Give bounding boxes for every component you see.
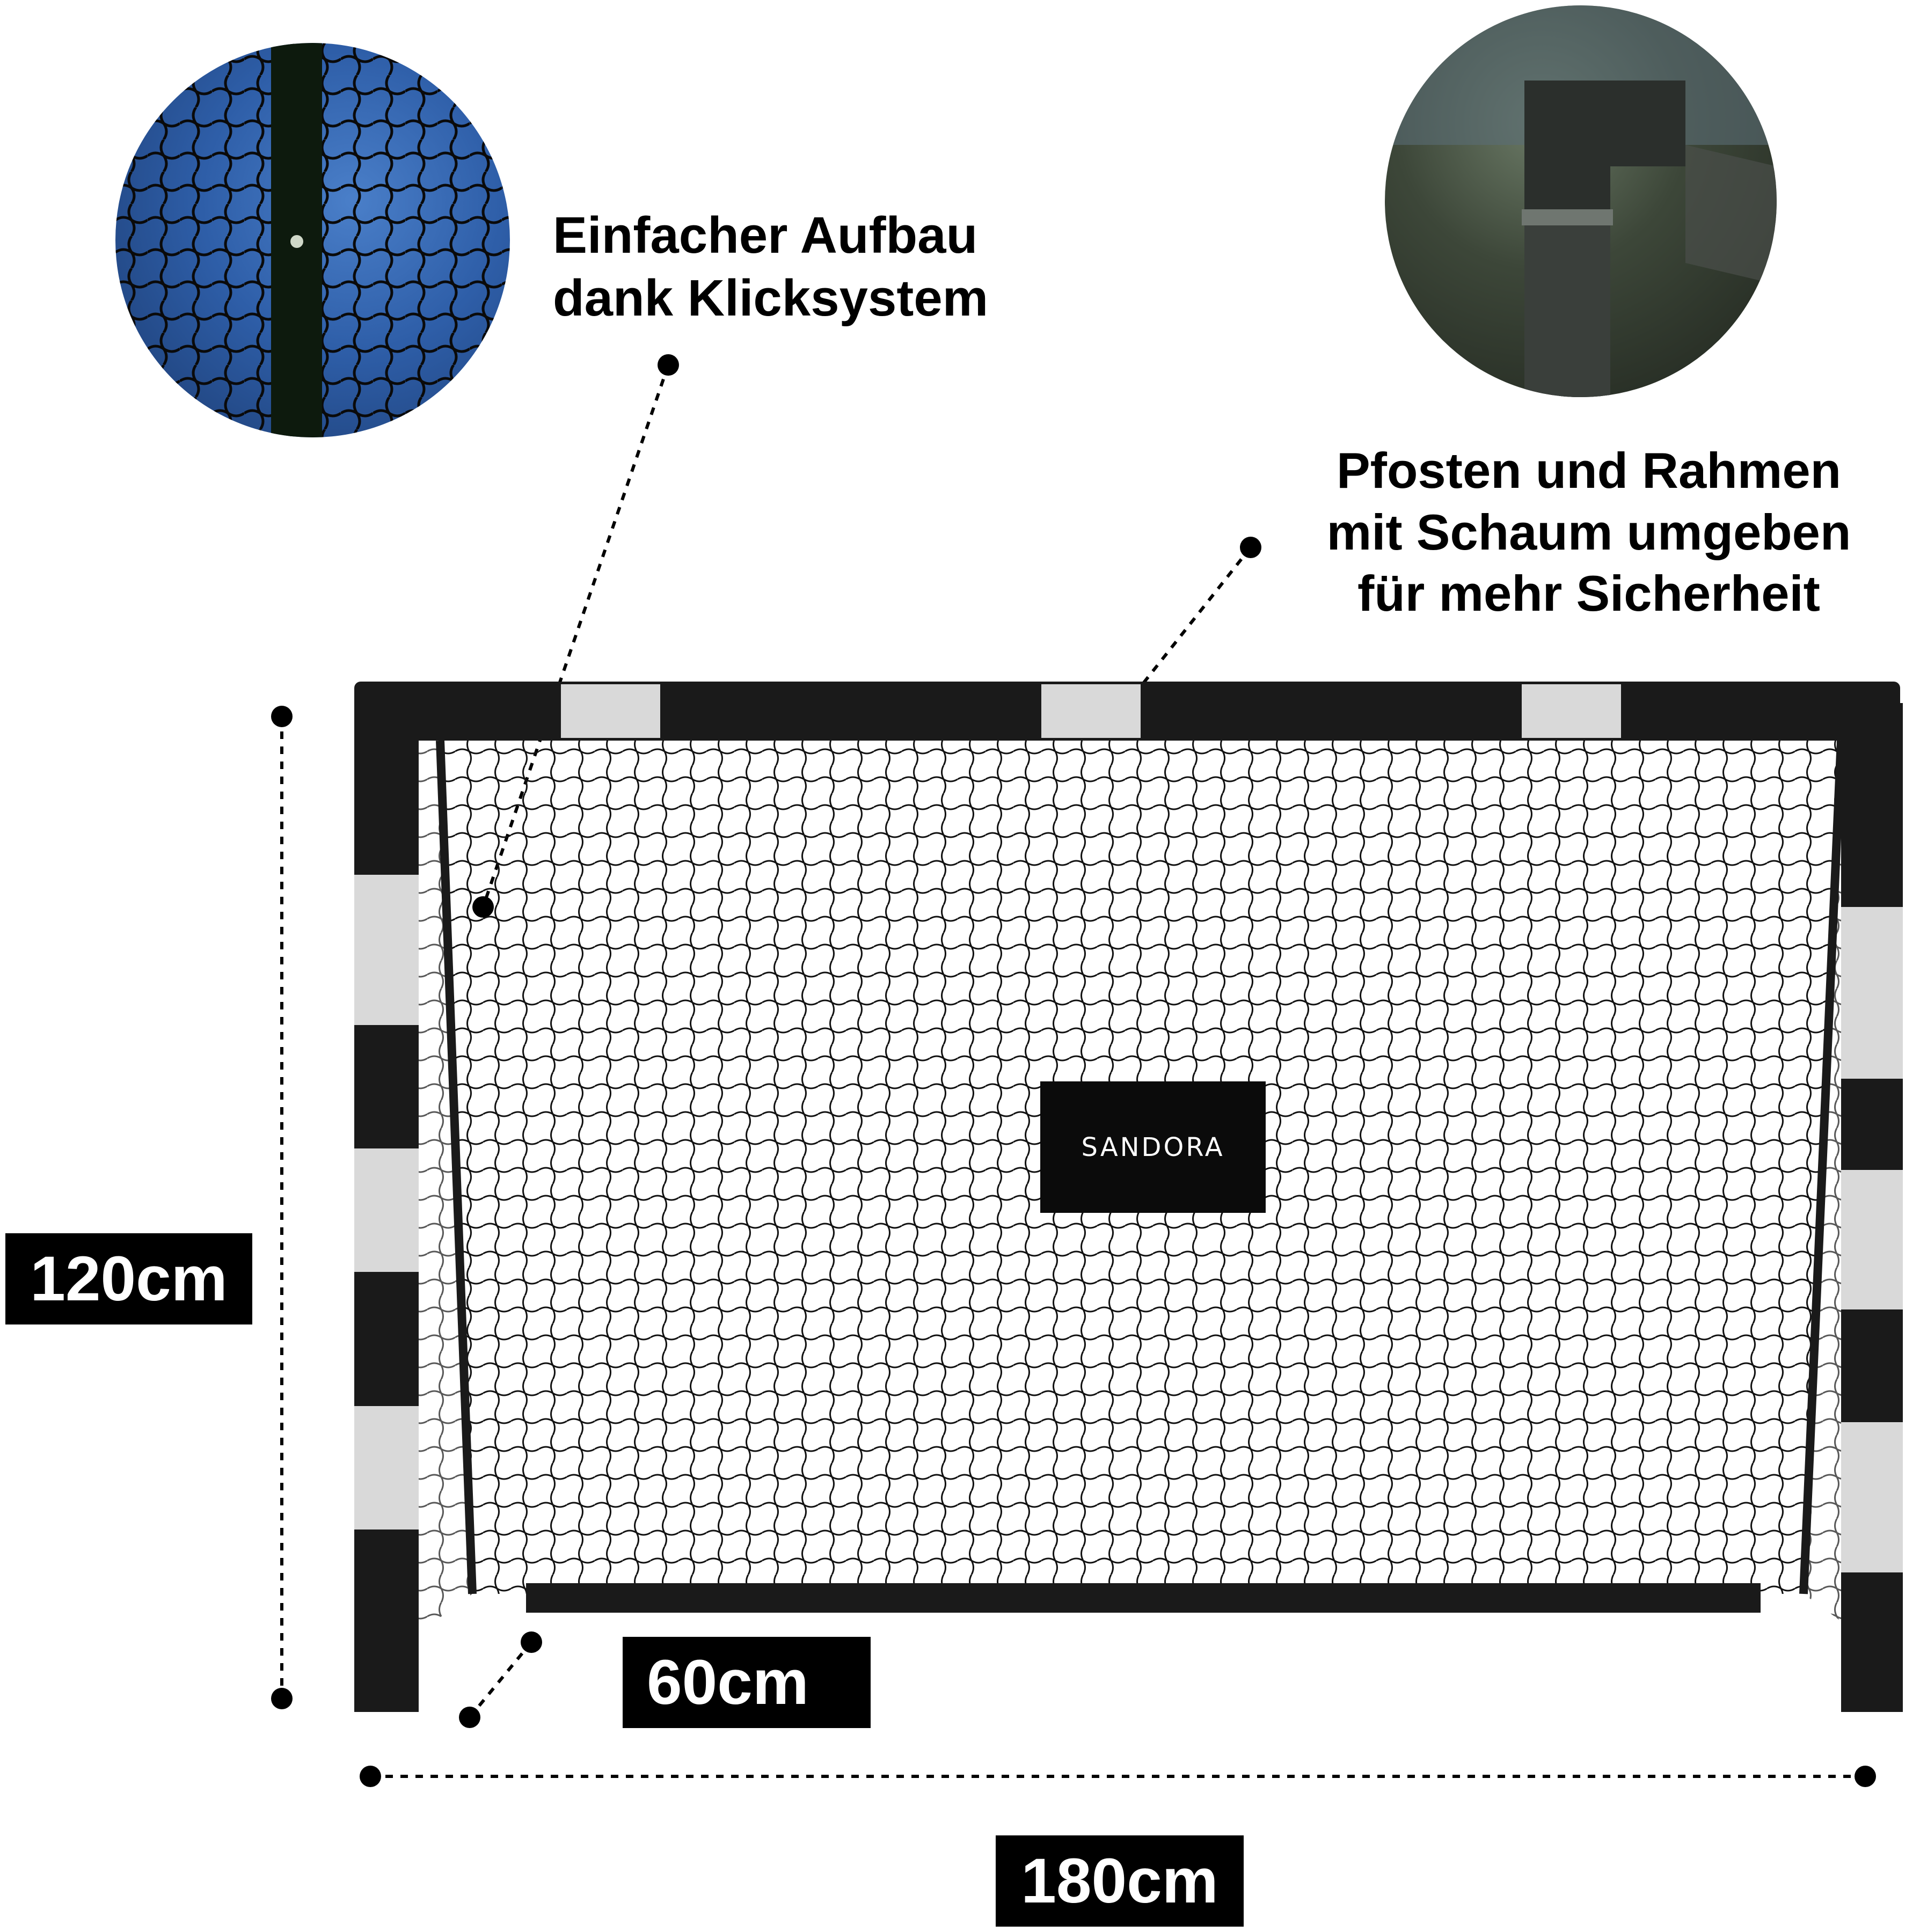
brand-patch: SANDORA [1040,1081,1266,1213]
dimension-dot [459,1707,480,1728]
width-value: 180cm [1021,1846,1218,1916]
callout-foam-padding: Pfosten und Rahmen mit Schaum umgeben fü… [1277,440,1900,625]
dimension-dot [271,706,293,727]
dimension-dot [271,1688,293,1709]
depth-value: 60cm [647,1647,809,1718]
callout-dot [658,354,679,376]
height-value: 120cm [30,1243,228,1314]
net-clip-closeup-image [115,43,510,437]
dimension-dot [360,1766,381,1787]
callout-click-system: Einfacher Aufbau dank Klicksystem [553,204,1025,330]
net-pattern-icon [115,43,510,437]
dimension-dot [521,1631,542,1653]
callout-dot [1240,537,1261,558]
callout-line: Pfosten und Rahmen [1336,442,1842,499]
callout-line: mit Schaum umgeben [1326,503,1851,560]
height-label: 120cm [5,1233,252,1324]
brand-label: SANDORA [1081,1132,1225,1162]
dimension-dot [1855,1766,1876,1787]
width-label: 180cm [996,1835,1244,1927]
callout-line: dank Klicksystem [553,269,989,327]
depth-label: 60cm [623,1637,871,1728]
callout-line: Einfacher Aufbau [553,207,978,264]
callout-line: für mehr Sicherheit [1357,565,1820,622]
